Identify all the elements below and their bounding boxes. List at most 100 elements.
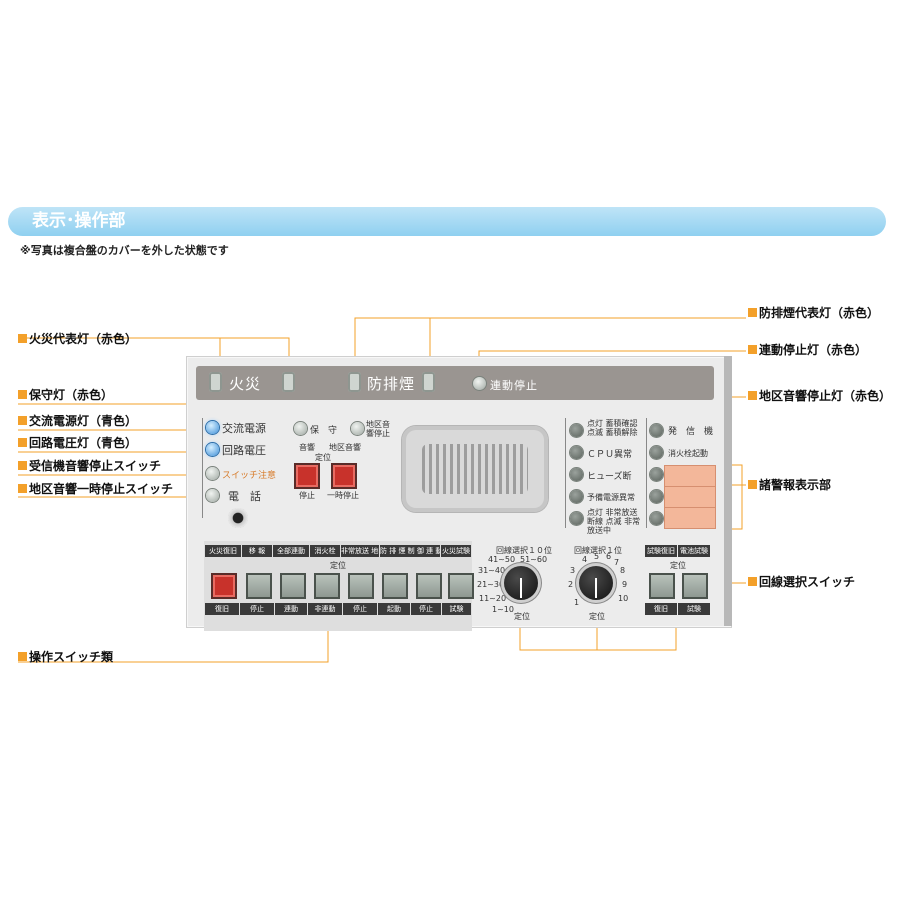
battery-test-switch[interactable]	[682, 573, 708, 599]
receiver-sound-stop-switch[interactable]	[294, 463, 320, 489]
callout-line-select-switch: 回線選択スイッチ	[748, 573, 855, 590]
status-lamp-broadcast	[570, 512, 583, 525]
dial-10-title: 回線選択１０位	[496, 546, 552, 555]
fire-reset-switch[interactable]	[211, 573, 237, 599]
test-teii-label: 定位	[670, 561, 686, 570]
hydrant-switch[interactable]	[314, 573, 340, 599]
far-right-group-line	[646, 418, 647, 528]
photo-note: ※写真は複合盤のカバーを外した状態です	[20, 244, 229, 257]
alarm-lamp-3	[650, 512, 663, 525]
status-lamp-fuse	[570, 468, 583, 481]
switch-top-label-6: 防 排 煙 制 御 連 動	[380, 545, 440, 557]
smoke-control-stop-switch[interactable]	[416, 573, 442, 599]
callout-fire-rep-lamp: 火災代表灯（赤色）	[18, 330, 137, 347]
transfer-switch[interactable]	[246, 573, 272, 599]
dial-1-tick-1: 1	[574, 598, 580, 607]
panel-side-edge	[724, 356, 732, 626]
switch-top-label-7: 火災試験	[441, 545, 471, 557]
switch-bottom-label-1: 復旧	[205, 603, 239, 615]
hydrant-start-label: 消火栓起動	[668, 449, 708, 458]
switch-bottom-label-6: 起動	[378, 603, 410, 615]
switch-top-label-2: 移 報	[242, 545, 272, 557]
test-top-label-2: 電池試験	[678, 545, 710, 557]
dial-1-tick-2: 2	[568, 580, 574, 589]
stop-label: 停止	[299, 491, 315, 500]
dial-1-tick-4: 4	[582, 555, 588, 564]
fire-indicator-right	[282, 372, 295, 392]
strip-link-stop-label: 連動停止	[490, 379, 538, 392]
dial-1-title: 回線選択１位	[574, 546, 622, 555]
switch-bottom-label-5: 停止	[343, 603, 377, 615]
switch-top-label-3: 全部連動	[273, 545, 309, 557]
callout-alarm-display: 諸警報表示部	[748, 476, 831, 493]
emergency-broadcast-switch[interactable]	[348, 573, 374, 599]
area-sound-label: 地区音響	[329, 443, 361, 452]
ac-power-lamp	[206, 421, 219, 434]
switch-caution-label: スイッチ注意	[222, 471, 277, 481]
status-lamp-backup-power	[570, 490, 583, 503]
switch-bottom-label-4: 非連動	[308, 603, 342, 615]
switch-teii-label: 定位	[330, 561, 346, 570]
smoke-indicator-left	[348, 372, 361, 392]
area-sound-temp-stop-switch[interactable]	[331, 463, 357, 489]
switch-bottom-label-8: 試験	[442, 603, 471, 615]
status-lamp-accumulate	[570, 424, 583, 437]
link-stop-lamp	[473, 377, 486, 390]
callout-circuit-voltage-lamp: 回路電圧灯（青色）	[18, 434, 137, 451]
test-reset-switch[interactable]	[649, 573, 675, 599]
status-broadcast-label: 点灯 非常放送断線 点滅 非常放送中	[587, 508, 641, 535]
test-bottom-label-2: 試験	[678, 603, 710, 615]
callout-link-stop-lamp: 連動停止灯（赤色）	[748, 341, 867, 358]
dial-10-teii: 定位	[514, 612, 530, 621]
switch-bottom-label-7: 停止	[411, 603, 441, 615]
test-bottom-label-1: 復旧	[645, 603, 677, 615]
alarm-display-window	[664, 465, 716, 529]
fire-test-switch[interactable]	[448, 573, 474, 599]
phone-lamp	[206, 489, 219, 502]
smoke-indicator-right	[422, 372, 435, 392]
callout-smoke-rep-lamp: 防排煙代表灯（赤色）	[748, 304, 879, 321]
callout-ac-power-lamp: 交流電源灯（青色）	[18, 412, 137, 429]
ac-power-label: 交流電源	[222, 422, 266, 435]
dial-10-tick-1: 1~10	[492, 605, 514, 614]
section-title: 表示･操作部	[32, 211, 126, 231]
dial-1-teii: 定位	[589, 612, 605, 621]
phone-jack[interactable]	[228, 508, 248, 528]
switch-top-label-1: 火災復旧	[205, 545, 241, 557]
status-backup-power-label: 予備電源異常	[587, 493, 635, 502]
line-select-1s-dial[interactable]	[579, 566, 613, 600]
section-header-bar: 表示･操作部	[8, 207, 886, 236]
left-group-line	[202, 418, 203, 518]
transmitter-label: 発 信 機	[668, 427, 714, 437]
dial-1-tick-7: 7	[614, 558, 620, 567]
hydrant-start-lamp	[650, 446, 663, 459]
dial-10-tick-51: 51~60	[520, 555, 548, 564]
sound-teii-label: 定位	[315, 453, 331, 462]
dial-1-tick-3: 3	[570, 566, 576, 575]
circuit-voltage-label: 回路電圧	[222, 444, 266, 457]
status-cpu-label: ＣＰＵ異常	[587, 450, 633, 460]
speaker-grill	[402, 426, 548, 512]
smoke-control-start-switch[interactable]	[382, 573, 408, 599]
callout-receiver-stop-switch: 受信機音響停止スイッチ	[18, 457, 161, 474]
all-link-switch[interactable]	[280, 573, 306, 599]
status-lamp-cpu	[570, 446, 583, 459]
maintenance-label: 保 守	[310, 426, 338, 436]
dial-10-tick-31: 31~40	[478, 566, 506, 575]
fire-indicator-left	[209, 372, 222, 392]
test-top-label-1: 試験復旧	[645, 545, 677, 557]
dial-10-tick-21: 21~30	[477, 580, 505, 589]
strip-smoke-label: 防排煙	[367, 375, 416, 393]
callout-maintenance-lamp: 保守灯（赤色）	[18, 386, 113, 403]
strip-fire-label: 火災	[229, 375, 262, 393]
switch-caution-lamp	[206, 467, 219, 480]
status-fuse-label: ヒューズ断	[587, 472, 632, 482]
alarm-lamp-2	[650, 490, 663, 503]
dial-1-tick-5: 5	[594, 552, 600, 561]
top-indicator-strip	[196, 366, 714, 400]
switch-bottom-label-3: 連動	[275, 603, 307, 615]
dial-1-tick-10: 10	[618, 594, 629, 603]
area-sound-stop-lamp	[351, 422, 364, 435]
line-select-10s-dial[interactable]	[504, 566, 538, 600]
area-sound-stop-label: 地区音響停止	[366, 420, 390, 438]
